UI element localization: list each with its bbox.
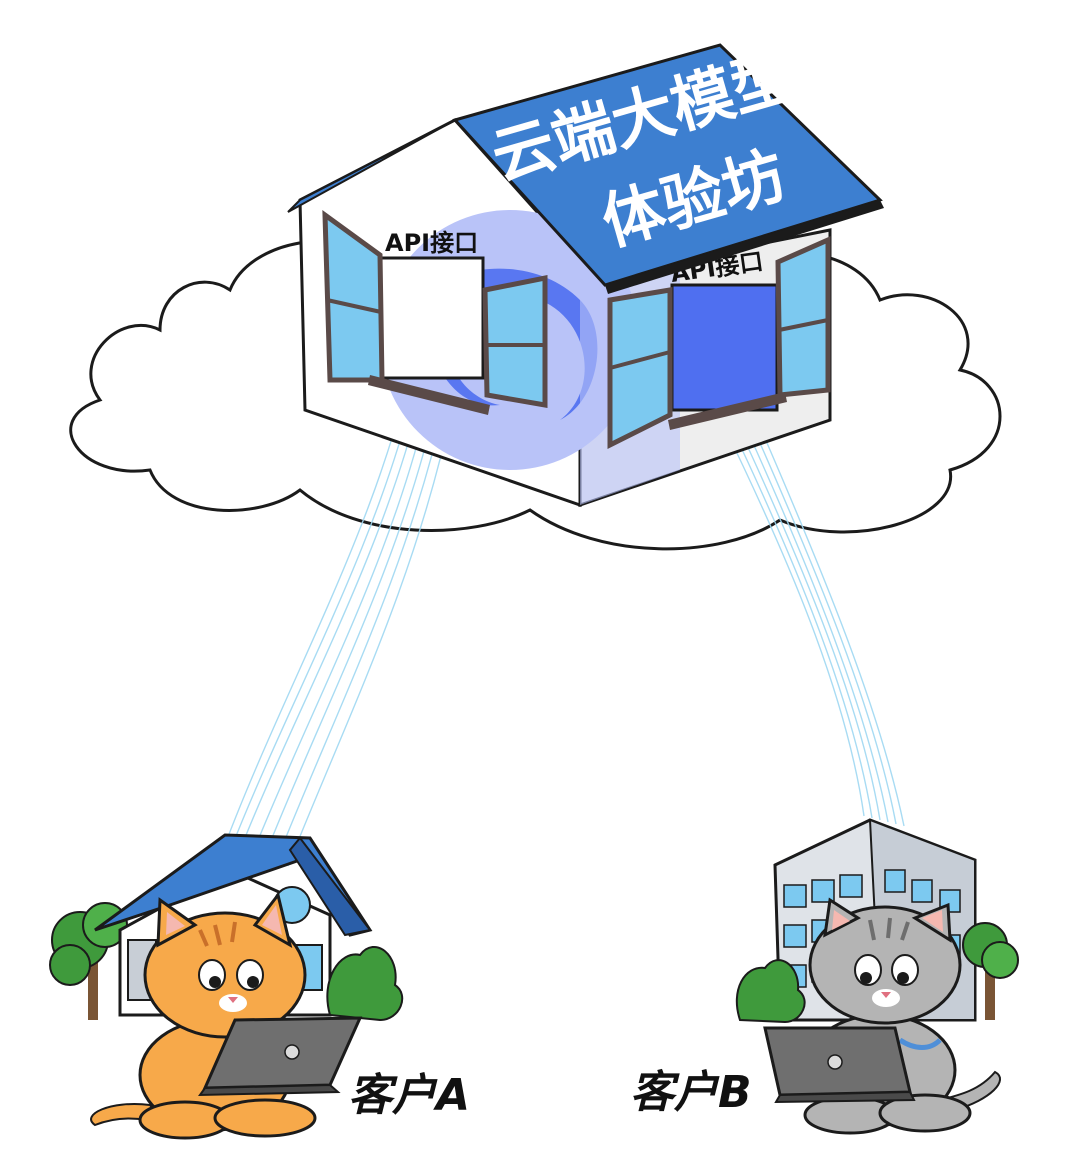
left-api-label: API接口: [385, 229, 478, 257]
cloud-house: API接口 API接口 云端大模型 体验坊: [287, 39, 884, 508]
client-a-scene: 客户A: [49, 833, 470, 1140]
data-beam-left: [225, 395, 453, 867]
data-beam-right: [723, 425, 905, 827]
laptop-b-icon: [763, 1026, 916, 1104]
client-b-scene: 客户B: [630, 818, 1019, 1135]
tree-right-icon: [962, 922, 1019, 1020]
client-a-label: 客户A: [348, 1070, 470, 1121]
client-b-label: 客户B: [630, 1067, 752, 1118]
right-window: API接口: [607, 236, 831, 450]
left-window: API接口: [322, 209, 548, 415]
laptop-a-icon: [198, 1016, 363, 1097]
roof: 云端大模型 体验坊: [452, 39, 884, 294]
